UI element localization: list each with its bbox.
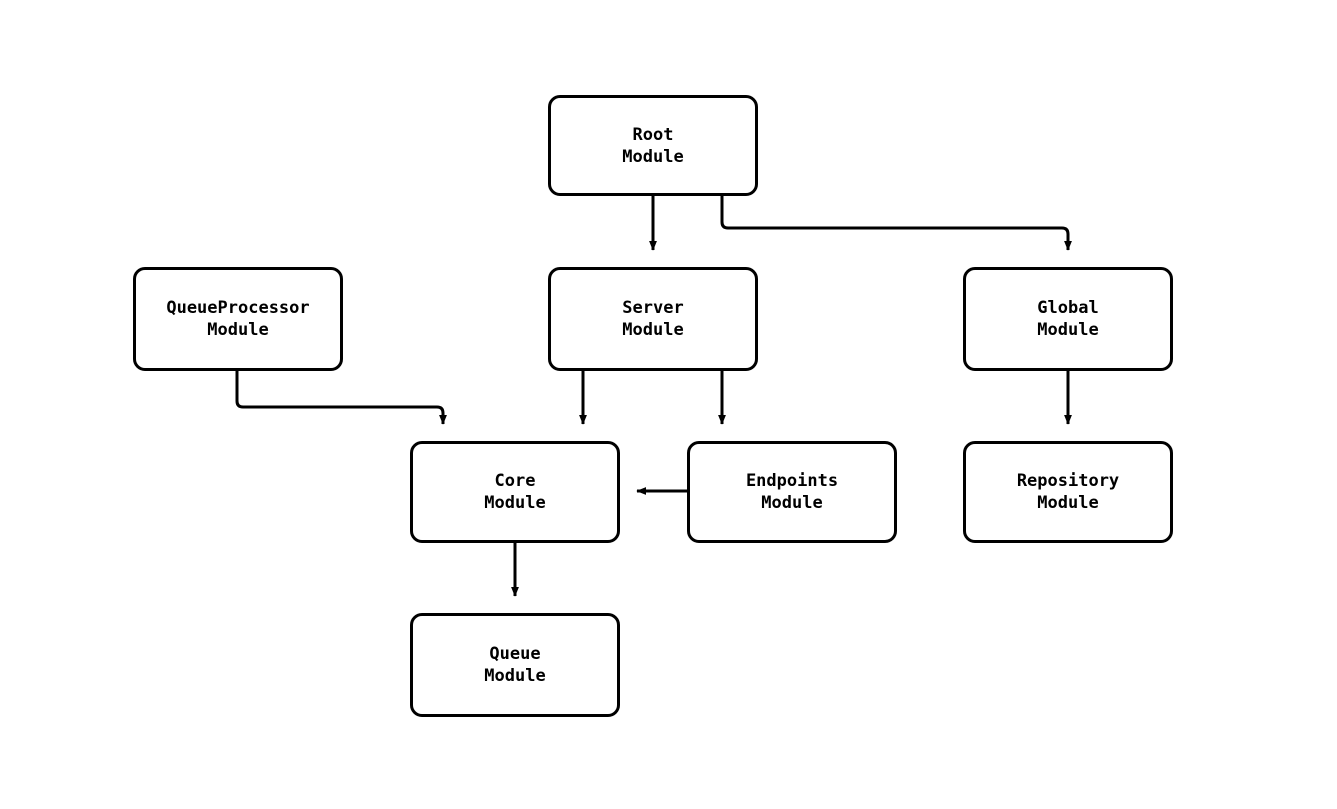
- node-root-module-label: Root Module: [622, 124, 684, 167]
- node-repository-module[interactable]: Repository Module: [963, 441, 1173, 543]
- node-global-module-label: Global Module: [1037, 298, 1099, 340]
- node-queueprocessor-module[interactable]: QueueProcessor Module: [133, 267, 343, 371]
- node-endpoints-module[interactable]: Endpoints Module: [687, 441, 897, 543]
- node-core-module[interactable]: Core Module: [410, 441, 620, 543]
- node-queue-module-label: Queue Module: [484, 644, 546, 686]
- node-global-module[interactable]: Global Module: [963, 267, 1173, 371]
- node-server-module-label: Server Module: [622, 298, 684, 340]
- node-queue-module[interactable]: Queue Module: [410, 613, 620, 717]
- node-queueprocessor-module-label: QueueProcessor Module: [166, 298, 310, 340]
- edge-root-global: [720, 196, 1072, 251]
- node-core-module-label: Core Module: [484, 471, 546, 513]
- node-repository-module-label: Repository Module: [1016, 471, 1120, 513]
- node-server-module[interactable]: Server Module: [548, 267, 758, 371]
- edge-queueprocessor-core: [235, 371, 447, 425]
- node-endpoints-module-label: Endpoints Module: [745, 471, 839, 513]
- node-root-module[interactable]: Root Module: [548, 95, 758, 196]
